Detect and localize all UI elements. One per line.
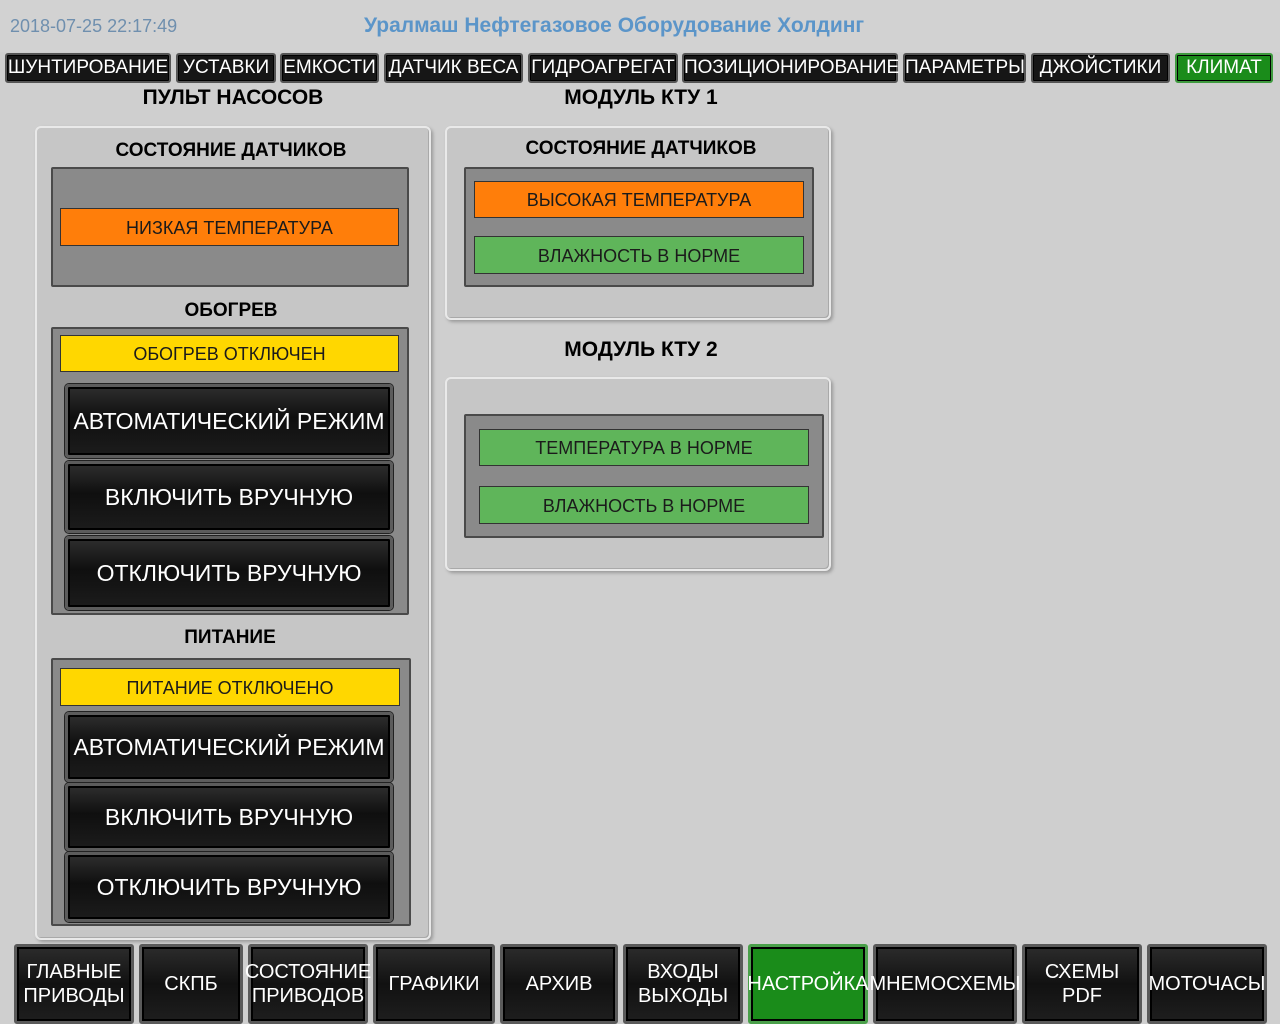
tab-positioning[interactable]: ПОЗИЦИОНИРОВАНИЕ xyxy=(682,53,899,83)
heating-auto-mode-button[interactable]: АВТОМАТИЧЕСКИЙ РЕЖИМ xyxy=(65,384,393,458)
tab-climate[interactable]: КЛИМАТ xyxy=(1175,53,1273,83)
nav-mnemonics-label: МНЕМОСХЕМЫ xyxy=(869,973,1021,995)
nav-drive-status[interactable]: СОСТОЯНИЕ ПРИВОДОВ xyxy=(244,944,372,1024)
nav-main-drives-label: ГЛАВНЫЕ ПРИВОДЫ xyxy=(23,961,125,1007)
nav-main-drives[interactable]: ГЛАВНЫЕ ПРИВОДЫ xyxy=(14,944,134,1024)
nav-io-label: ВХОДЫ ВЫХОДЫ xyxy=(637,961,729,1007)
nav-archive-label: АРХИВ xyxy=(525,973,593,995)
header-bar xyxy=(0,0,1280,52)
power-status: ПИТАНИЕ ОТКЛЮЧЕНО xyxy=(60,668,400,706)
ktu2-humidity-status: ВЛАЖНОСТЬ В НОРМЕ xyxy=(479,486,809,524)
tab-hydraulic-unit[interactable]: ГИДРОАГРЕГАТ xyxy=(528,53,678,83)
nav-skpb-label: СКПБ xyxy=(164,973,218,995)
nav-settings-label: НАСТРОЙКА xyxy=(747,973,869,995)
nav-pdf-schemes-label: СХЕМЫ PDF xyxy=(1044,961,1120,1007)
pump-sensors-heading: СОСТОЯНИЕ ДАТЧИКОВ xyxy=(115,140,347,161)
tab-joysticks[interactable]: ДЖОЙСТИКИ xyxy=(1031,53,1170,83)
heating-manual-off-button[interactable]: ОТКЛЮЧИТЬ ВРУЧНУЮ xyxy=(65,536,393,610)
power-manual-off-button[interactable]: ОТКЛЮЧИТЬ ВРУЧНУЮ xyxy=(65,852,393,922)
tab-setpoints[interactable]: УСТАВКИ xyxy=(176,53,276,83)
nav-mnemonics[interactable]: МНЕМОСХЕМЫ xyxy=(869,944,1021,1024)
heating-status: ОБОГРЕВ ОТКЛЮЧЕН xyxy=(60,335,399,372)
ktu1-sensors-heading: СОСТОЯНИЕ ДАТЧИКОВ xyxy=(525,138,757,159)
heating-manual-on-button[interactable]: ВКЛЮЧИТЬ ВРУЧНУЮ xyxy=(65,461,393,533)
ktu2-temperature-status: ТЕМПЕРАТУРА В НОРМЕ xyxy=(479,429,809,466)
tab-tanks[interactable]: ЕМКОСТИ xyxy=(280,53,379,83)
nav-motor-hours[interactable]: МОТОЧАСЫ xyxy=(1147,944,1267,1024)
pump-panel-title: ПУЛЬТ НАСОСОВ xyxy=(142,86,324,109)
nav-io[interactable]: ВХОДЫ ВЫХОДЫ xyxy=(623,944,743,1024)
nav-charts-label: ГРАФИКИ xyxy=(388,973,480,995)
ktu1-temperature-status: ВЫСОКАЯ ТЕМПЕРАТУРА xyxy=(474,181,804,218)
nav-motor-hours-label: МОТОЧАСЫ xyxy=(1148,973,1266,995)
nav-drive-status-label: СОСТОЯНИЕ ПРИВОДОВ xyxy=(244,961,372,1007)
nav-archive[interactable]: АРХИВ xyxy=(500,944,618,1024)
datetime-display: 2018-07-25 22:17:49 xyxy=(10,16,178,36)
nav-skpb[interactable]: СКПБ xyxy=(139,944,243,1024)
tab-parameters[interactable]: ПАРАМЕТРЫ xyxy=(903,53,1026,83)
heating-heading: ОБОГРЕВ xyxy=(184,300,278,321)
tab-weight-sensor[interactable]: ДАТЧИК ВЕСА xyxy=(384,53,523,83)
ktu2-title: МОДУЛЬ КТУ 2 xyxy=(564,338,718,361)
tab-shunting[interactable]: ШУНТИРОВАНИЕ xyxy=(5,53,171,83)
power-manual-on-button[interactable]: ВКЛЮЧИТЬ ВРУЧНУЮ xyxy=(65,783,393,851)
ktu1-title: МОДУЛЬ КТУ 1 xyxy=(564,86,718,109)
power-auto-mode-button[interactable]: АВТОМАТИЧЕСКИЙ РЕЖИМ xyxy=(65,712,393,782)
pump-temperature-status: НИЗКАЯ ТЕМПЕРАТУРА xyxy=(60,208,399,246)
nav-settings[interactable]: НАСТРОЙКА xyxy=(747,944,869,1024)
nav-pdf-schemes[interactable]: СХЕМЫ PDF xyxy=(1022,944,1142,1024)
ktu1-humidity-status: ВЛАЖНОСТЬ В НОРМЕ xyxy=(474,236,804,274)
nav-charts[interactable]: ГРАФИКИ xyxy=(373,944,495,1024)
company-title: Уралмаш Нефтегазовое Оборудование Холдин… xyxy=(364,14,865,37)
power-heading: ПИТАНИЕ xyxy=(184,627,276,648)
